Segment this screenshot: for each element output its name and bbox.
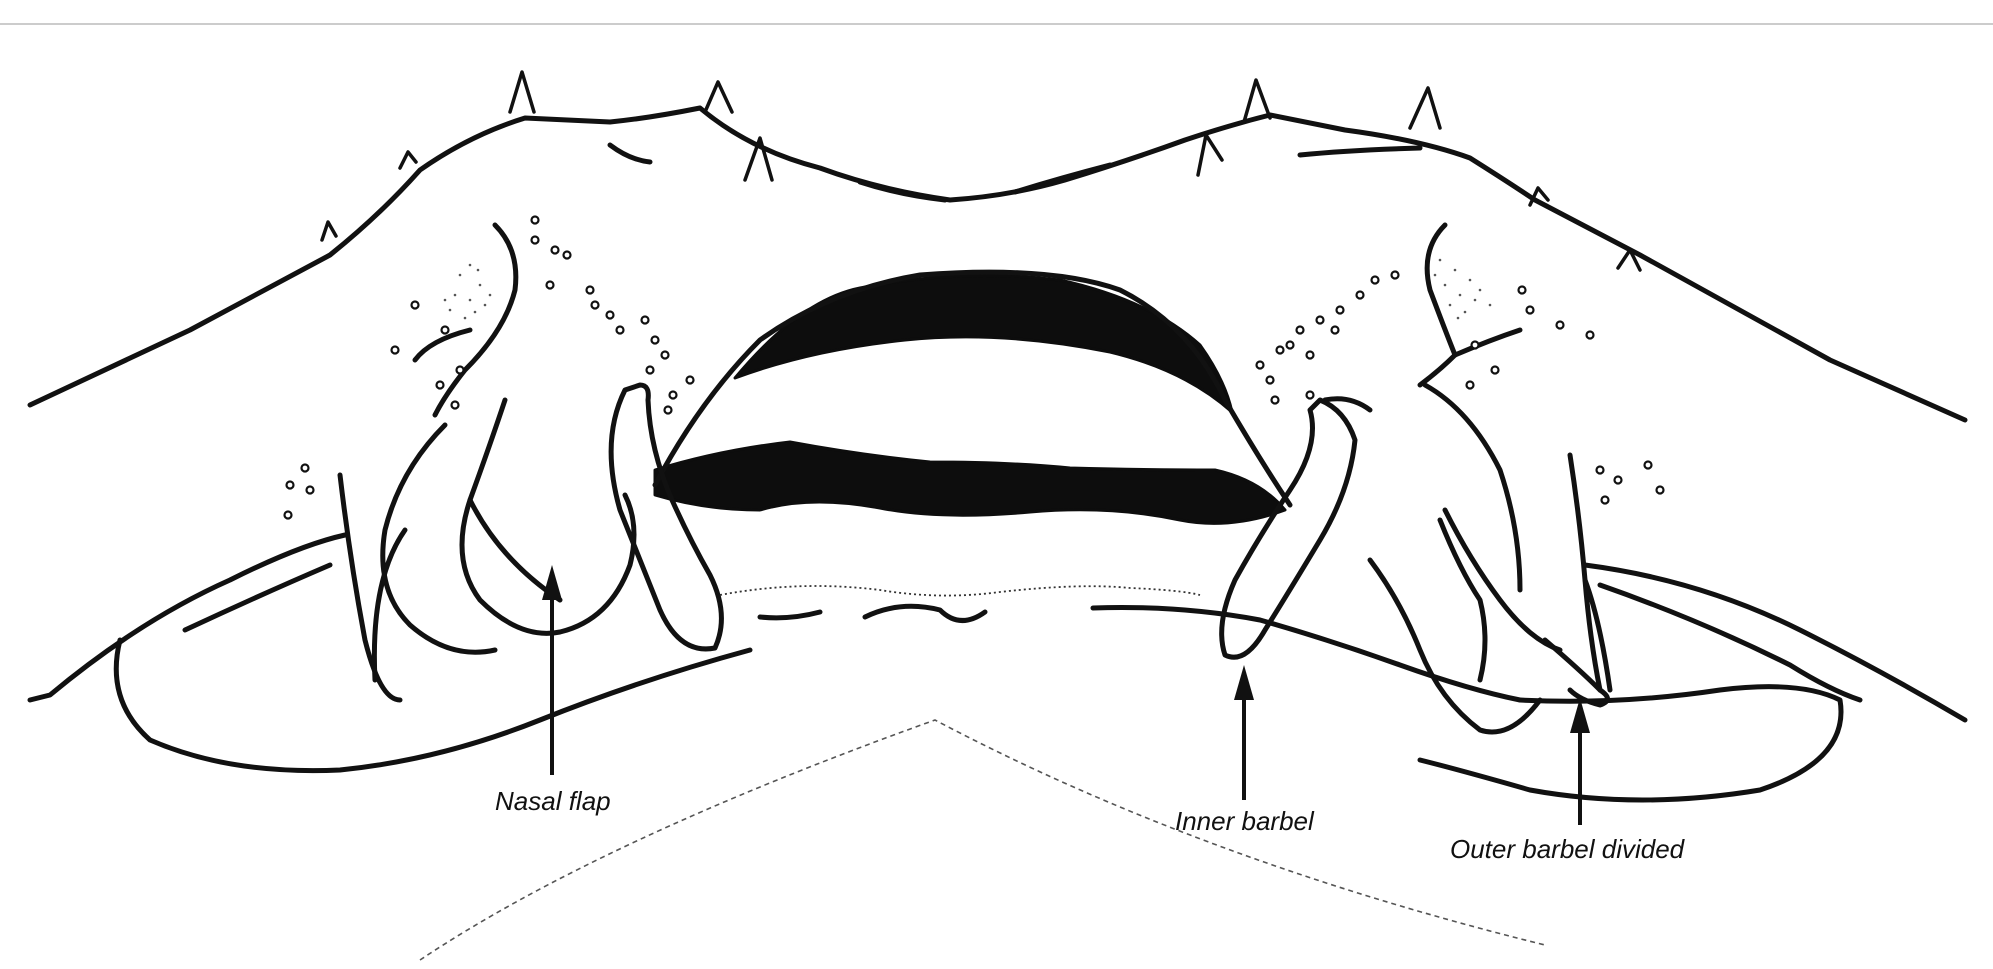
arrow-up-icon [1234, 665, 1254, 800]
mouth-outline [652, 269, 1293, 508]
right-pores [1255, 270, 1665, 505]
right-barbel-base [1322, 396, 1373, 413]
upper-lip-band [733, 274, 1234, 414]
right-cheek-lobes [1090, 562, 1968, 803]
left-pores [283, 215, 695, 520]
arrow-up-icon [542, 565, 562, 775]
lip-edge [719, 585, 1201, 597]
label-nasal-flap: Nasal flap [495, 786, 611, 816]
right-inner-barbel [1219, 397, 1358, 660]
label-inner-barbel: Inner barbel [1175, 806, 1315, 836]
lower-lip-band [653, 440, 1287, 525]
contour-overlaps [607, 142, 1423, 203]
left-stipple [443, 263, 492, 320]
jaw-outline [419, 719, 1546, 961]
head-contour [27, 105, 1968, 423]
right-stipple [1433, 258, 1492, 320]
arrow-up-icon [1570, 698, 1590, 825]
label-outer-barbel: Outer barbel divided [1450, 834, 1686, 864]
right-nasal-structure [1367, 222, 1613, 735]
head-spines [320, 70, 1642, 272]
left-cheek-lobes [27, 532, 988, 774]
left-nasal-structure [337, 222, 637, 703]
left-inner-barbel [608, 382, 724, 652]
